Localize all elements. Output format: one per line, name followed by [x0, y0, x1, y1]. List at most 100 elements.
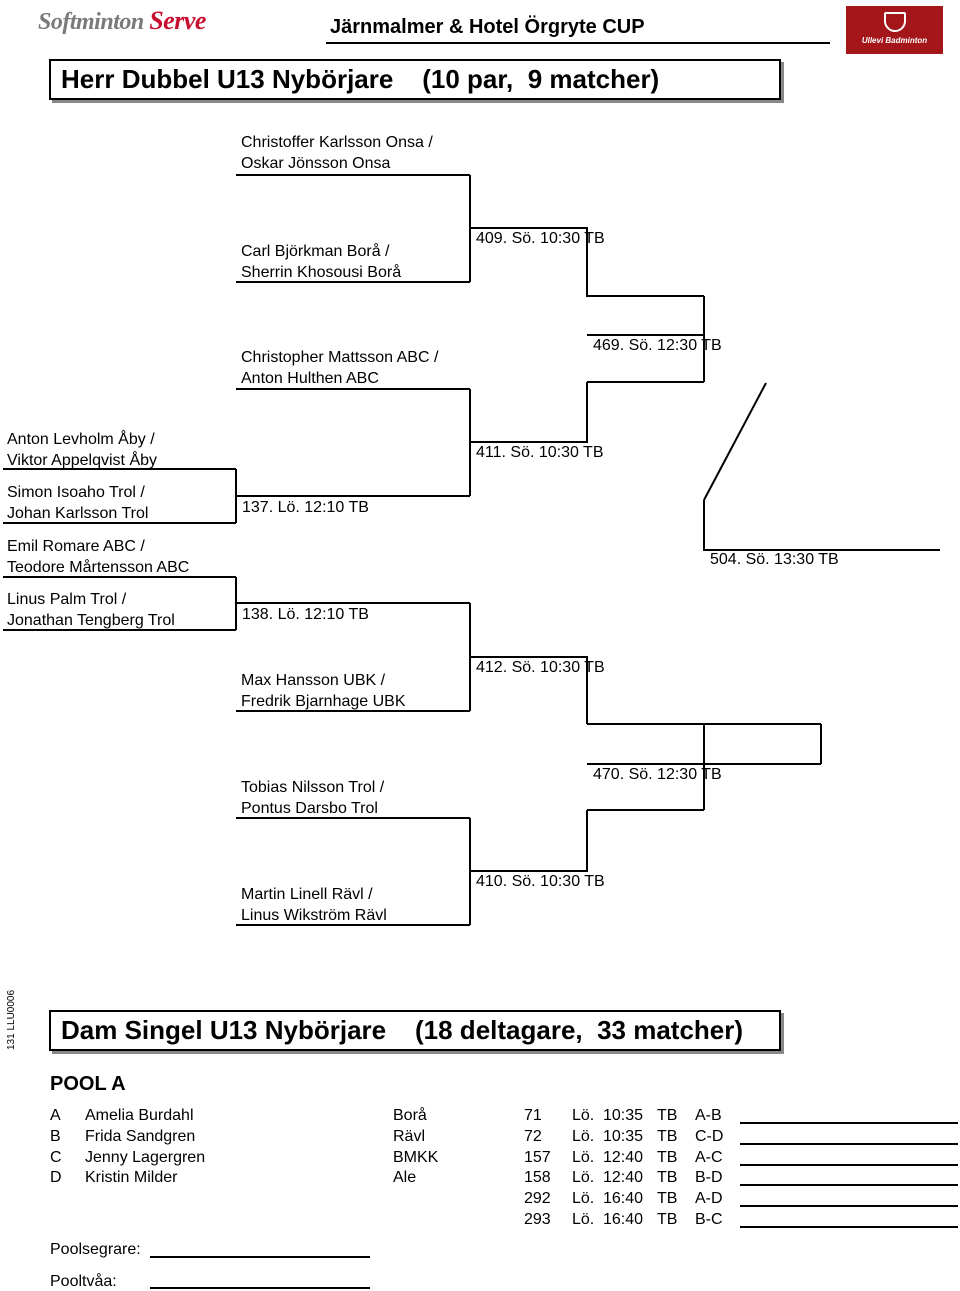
- pool-match-day: Lö.: [572, 1211, 595, 1228]
- player-line: Emil Romare ABC /: [7, 538, 145, 555]
- player-line: Jonathan Tengberg Trol: [7, 612, 175, 629]
- pool-player-club: BMKK: [393, 1149, 439, 1166]
- bracket-player-4: Anton Levholm Åby / Viktor Appelqvist Åb…: [7, 429, 157, 471]
- pool-player-name: Amelia Burdahl: [85, 1107, 194, 1124]
- player-line: Oskar Jönsson Onsa: [241, 155, 391, 172]
- pool-match-day: Lö.: [572, 1149, 595, 1166]
- player-line: Fredrik Bjarnhage UBK: [241, 693, 406, 710]
- player-line: Anton Hulthen ABC: [241, 370, 379, 387]
- result-line: [740, 1205, 958, 1207]
- pool-second-label: Pooltvåa:: [50, 1273, 117, 1290]
- pool-match-num: 293: [524, 1211, 551, 1228]
- match-label-409: 409. Sö. 10:30 TB: [476, 230, 605, 247]
- pool-match-court: TB: [657, 1107, 678, 1124]
- shuttlecock-icon: [884, 12, 906, 32]
- side-document-code: 131 LLU0006: [6, 989, 17, 1050]
- pool-match-pair: A-D: [695, 1190, 723, 1207]
- pool-match-time: 16:40: [603, 1211, 644, 1228]
- bracket-player-7: Linus Palm Trol / Jonathan Tengberg Trol: [7, 589, 175, 631]
- pool-player-name: Frida Sandgren: [85, 1128, 196, 1145]
- match-label-137: 137. Lö. 12:10 TB: [242, 499, 369, 516]
- pool-match-num: 72: [524, 1128, 542, 1145]
- pool-player-letter: C: [50, 1149, 62, 1166]
- pool-match-time: 10:35: [603, 1128, 644, 1145]
- player-line: Sherrin Khosousi Borå: [241, 264, 402, 281]
- pool-title: POOL A: [50, 1073, 126, 1095]
- match-label-504: 504. Sö. 13:30 TB: [710, 551, 839, 568]
- pool-match-time: 10:35: [603, 1107, 644, 1124]
- pool-match-day: Lö.: [572, 1128, 595, 1145]
- result-line: [740, 1122, 958, 1124]
- section-title-herr-dubbel: Herr Dubbel U13 Nybörjare (10 par, 9 mat…: [49, 59, 781, 100]
- pool-match-pair: A-C: [695, 1149, 723, 1166]
- match-label-470: 470. Sö. 12:30 TB: [593, 766, 722, 783]
- pool-player-name: Kristin Milder: [85, 1169, 178, 1186]
- pool-match-court: TB: [657, 1190, 678, 1207]
- pool-match-num: 157: [524, 1149, 551, 1166]
- pool-match-pair: A-B: [695, 1107, 722, 1124]
- bracket-player-2: Carl Björkman Borå / Sherrin Khosousi Bo…: [241, 241, 401, 283]
- pool-match-court: TB: [657, 1149, 678, 1166]
- bracket-player-5: Simon Isoaho Trol / Johan Karlsson Trol: [7, 482, 148, 524]
- pool-match-pair: B-C: [695, 1211, 723, 1228]
- logo-text-serve: Serve: [149, 6, 206, 35]
- section-title-dam-singel: Dam Singel U13 Nybörjare (18 deltagare, …: [49, 1010, 781, 1051]
- pool-match-day: Lö.: [572, 1107, 595, 1124]
- pool-match-court: TB: [657, 1128, 678, 1145]
- pool-match-time: 12:40: [603, 1169, 644, 1186]
- header-rule: [326, 42, 830, 44]
- player-line: Viktor Appelqvist Åby: [7, 452, 158, 469]
- player-line: Linus Palm Trol /: [7, 591, 127, 608]
- pool-match-pair: B-D: [695, 1169, 723, 1186]
- pool-match-time: 12:40: [603, 1149, 644, 1166]
- pool-match-num: 292: [524, 1190, 551, 1207]
- match-label-410: 410. Sö. 10:30 TB: [476, 873, 605, 890]
- player-line: Teodore Mårtensson ABC: [7, 559, 190, 576]
- ullevi-badminton-logo: Ullevi Badminton: [846, 6, 943, 54]
- bracket-player-10: Martin Linell Rävl / Linus Wikström Rävl: [241, 884, 387, 926]
- match-label-412: 412. Sö. 10:30 TB: [476, 659, 605, 676]
- player-line: Linus Wikström Rävl: [241, 907, 387, 924]
- pool-match-time: 16:40: [603, 1190, 644, 1207]
- logo-text-ullevi: Ullevi Badminton: [861, 36, 928, 45]
- player-line: Christopher Mattsson ABC /: [241, 349, 439, 366]
- pool-winner-label: Poolsegrare:: [50, 1241, 141, 1258]
- result-line: [740, 1184, 958, 1186]
- result-line: [740, 1226, 958, 1228]
- player-line: Martin Linell Rävl /: [241, 886, 373, 903]
- pool-player-club: Borå: [393, 1107, 427, 1124]
- tournament-title: Järnmalmer & Hotel Örgryte CUP: [330, 16, 645, 38]
- bracket-player-3: Christopher Mattsson ABC / Anton Hulthen…: [241, 347, 438, 389]
- match-label-411: 411. Sö. 10:30 TB: [476, 444, 604, 461]
- match-label-138: 138. Lö. 12:10 TB: [242, 606, 369, 623]
- player-line: Simon Isoaho Trol /: [7, 484, 145, 501]
- player-line: Tobias Nilsson Trol /: [241, 779, 385, 796]
- player-line: Johan Karlsson Trol: [7, 505, 149, 522]
- pool-match-day: Lö.: [572, 1169, 595, 1186]
- match-label-469: 469. Sö. 12:30 TB: [593, 337, 722, 354]
- result-line: [740, 1164, 958, 1166]
- bracket-player-8: Max Hansson UBK / Fredrik Bjarnhage UBK: [241, 670, 406, 712]
- pool-player-letter: D: [50, 1169, 62, 1186]
- player-line: Max Hansson UBK /: [241, 672, 386, 689]
- pool-match-num: 71: [524, 1107, 542, 1124]
- softminton-serve-logo: Softminton Serve: [38, 6, 206, 36]
- pool-player-club: Rävl: [393, 1128, 426, 1145]
- player-line: Christoffer Karlsson Onsa /: [241, 134, 433, 151]
- result-line: [740, 1143, 958, 1145]
- logo-text-softminton: Softminton: [38, 9, 144, 35]
- player-line: Pontus Darsbo Trol: [241, 800, 378, 817]
- bracket-player-6: Emil Romare ABC / Teodore Mårtensson ABC: [7, 536, 189, 578]
- pool-match-court: TB: [657, 1211, 678, 1228]
- pool-player-name: Jenny Lagergren: [85, 1149, 206, 1166]
- pool-match-court: TB: [657, 1169, 678, 1186]
- bracket-player-9: Tobias Nilsson Trol / Pontus Darsbo Trol: [241, 777, 384, 819]
- pool-winner-line: [150, 1256, 370, 1258]
- pool-second-line: [150, 1287, 370, 1289]
- pool-player-letter: A: [50, 1107, 61, 1124]
- pool-match-num: 158: [524, 1169, 551, 1186]
- pool-match-pair: C-D: [695, 1128, 724, 1145]
- pool-player-letter: B: [50, 1128, 61, 1145]
- pool-match-day: Lö.: [572, 1190, 595, 1207]
